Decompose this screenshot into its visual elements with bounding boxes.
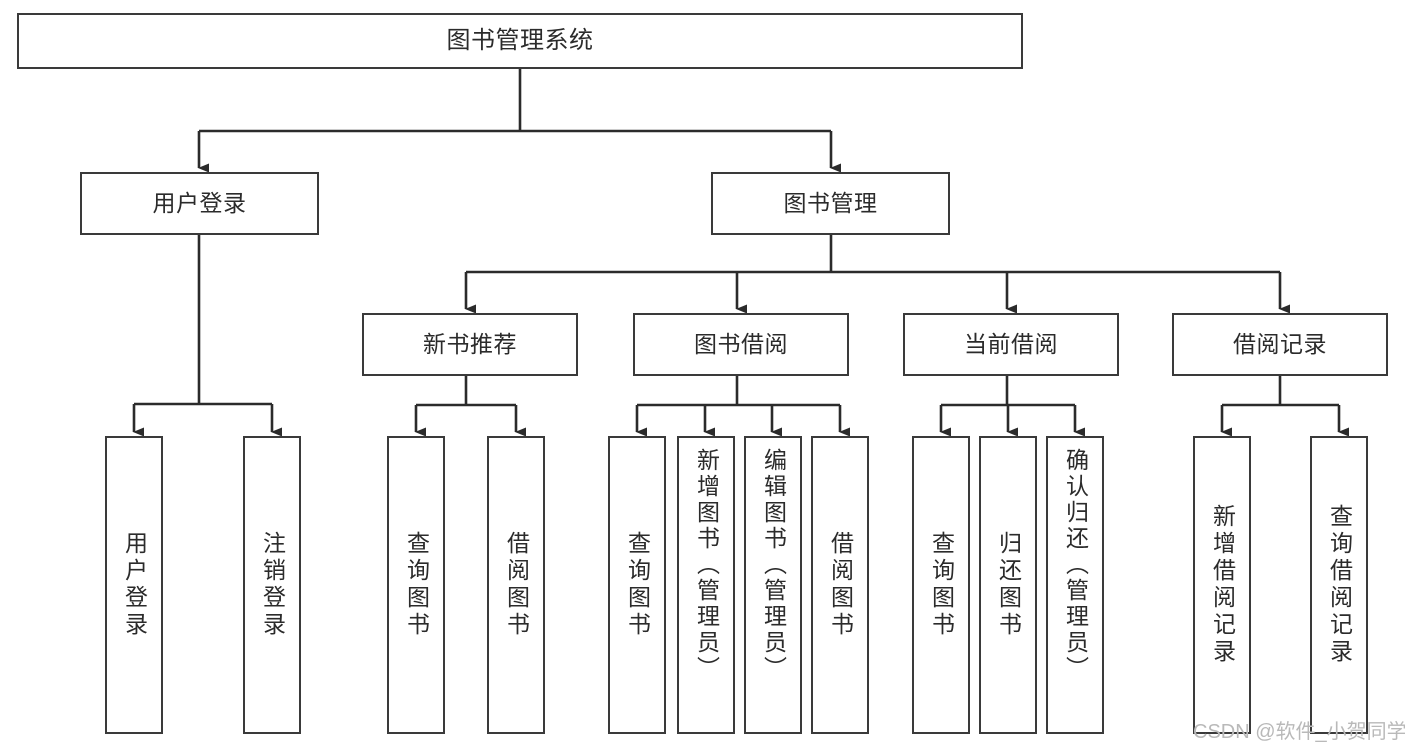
node-leaf-edit-book-admin[interactable]: 编辑图书（管理员） bbox=[744, 436, 802, 734]
node-leaf-add-book-admin-label: 新增图书（管理员） bbox=[693, 448, 720, 682]
node-leaf-logout-login[interactable]: 注销登录 bbox=[243, 436, 301, 734]
node-leaf-query-book-1-label: 查询图书 bbox=[403, 531, 430, 639]
node-leaf-edit-book-admin-label: 编辑图书（管理员） bbox=[760, 448, 787, 682]
node-leaf-return-book[interactable]: 归还图书 bbox=[979, 436, 1037, 734]
node-user-login-label: 用户登录 bbox=[152, 189, 247, 216]
node-borrow-record-label: 借阅记录 bbox=[1233, 330, 1327, 357]
node-leaf-query-book-2-label: 查询图书 bbox=[624, 531, 651, 639]
node-root-label: 图书管理系统 bbox=[446, 26, 594, 54]
node-leaf-add-book-admin[interactable]: 新增图书（管理员） bbox=[677, 436, 735, 734]
node-leaf-borrow-book-2-label: 借阅图书 bbox=[827, 531, 854, 639]
node-leaf-borrow-book-1[interactable]: 借阅图书 bbox=[487, 436, 545, 734]
node-leaf-user-login-label: 用户登录 bbox=[121, 531, 148, 639]
node-leaf-logout-login-label: 注销登录 bbox=[259, 531, 286, 639]
node-leaf-add-borrow-record[interactable]: 新增借阅记录 bbox=[1193, 436, 1251, 734]
node-leaf-return-book-label: 归还图书 bbox=[995, 531, 1022, 639]
node-book-borrow-label: 图书借阅 bbox=[694, 330, 788, 357]
node-root[interactable]: 图书管理系统 bbox=[17, 13, 1023, 69]
node-book-management-label: 图书管理 bbox=[783, 189, 878, 216]
node-leaf-borrow-book-2[interactable]: 借阅图书 bbox=[811, 436, 869, 734]
node-leaf-query-book-2[interactable]: 查询图书 bbox=[608, 436, 666, 734]
node-leaf-add-borrow-record-label: 新增借阅记录 bbox=[1209, 504, 1236, 666]
node-leaf-query-borrow-record-label: 查询借阅记录 bbox=[1326, 504, 1353, 666]
node-leaf-query-borrow-record[interactable]: 查询借阅记录 bbox=[1310, 436, 1368, 734]
node-book-borrow[interactable]: 图书借阅 bbox=[633, 313, 849, 376]
node-leaf-user-login[interactable]: 用户登录 bbox=[105, 436, 163, 734]
node-leaf-query-book-1[interactable]: 查询图书 bbox=[387, 436, 445, 734]
node-book-management[interactable]: 图书管理 bbox=[711, 172, 950, 235]
node-leaf-confirm-return-admin[interactable]: 确认归还（管理员） bbox=[1046, 436, 1104, 734]
node-current-borrow[interactable]: 当前借阅 bbox=[903, 313, 1119, 376]
node-leaf-borrow-book-1-label: 借阅图书 bbox=[503, 531, 530, 639]
node-borrow-record[interactable]: 借阅记录 bbox=[1172, 313, 1388, 376]
csdn-watermark: CSDN @软件_小贺同学 bbox=[1193, 721, 1405, 743]
node-user-login[interactable]: 用户登录 bbox=[80, 172, 319, 235]
node-new-book-recommend-label: 新书推荐 bbox=[423, 330, 517, 357]
node-leaf-confirm-return-admin-label: 确认归还（管理员） bbox=[1062, 448, 1089, 682]
node-current-borrow-label: 当前借阅 bbox=[964, 330, 1058, 357]
node-new-book-recommend[interactable]: 新书推荐 bbox=[362, 313, 578, 376]
node-leaf-query-book-3-label: 查询图书 bbox=[928, 531, 955, 639]
node-leaf-query-book-3[interactable]: 查询图书 bbox=[912, 436, 970, 734]
